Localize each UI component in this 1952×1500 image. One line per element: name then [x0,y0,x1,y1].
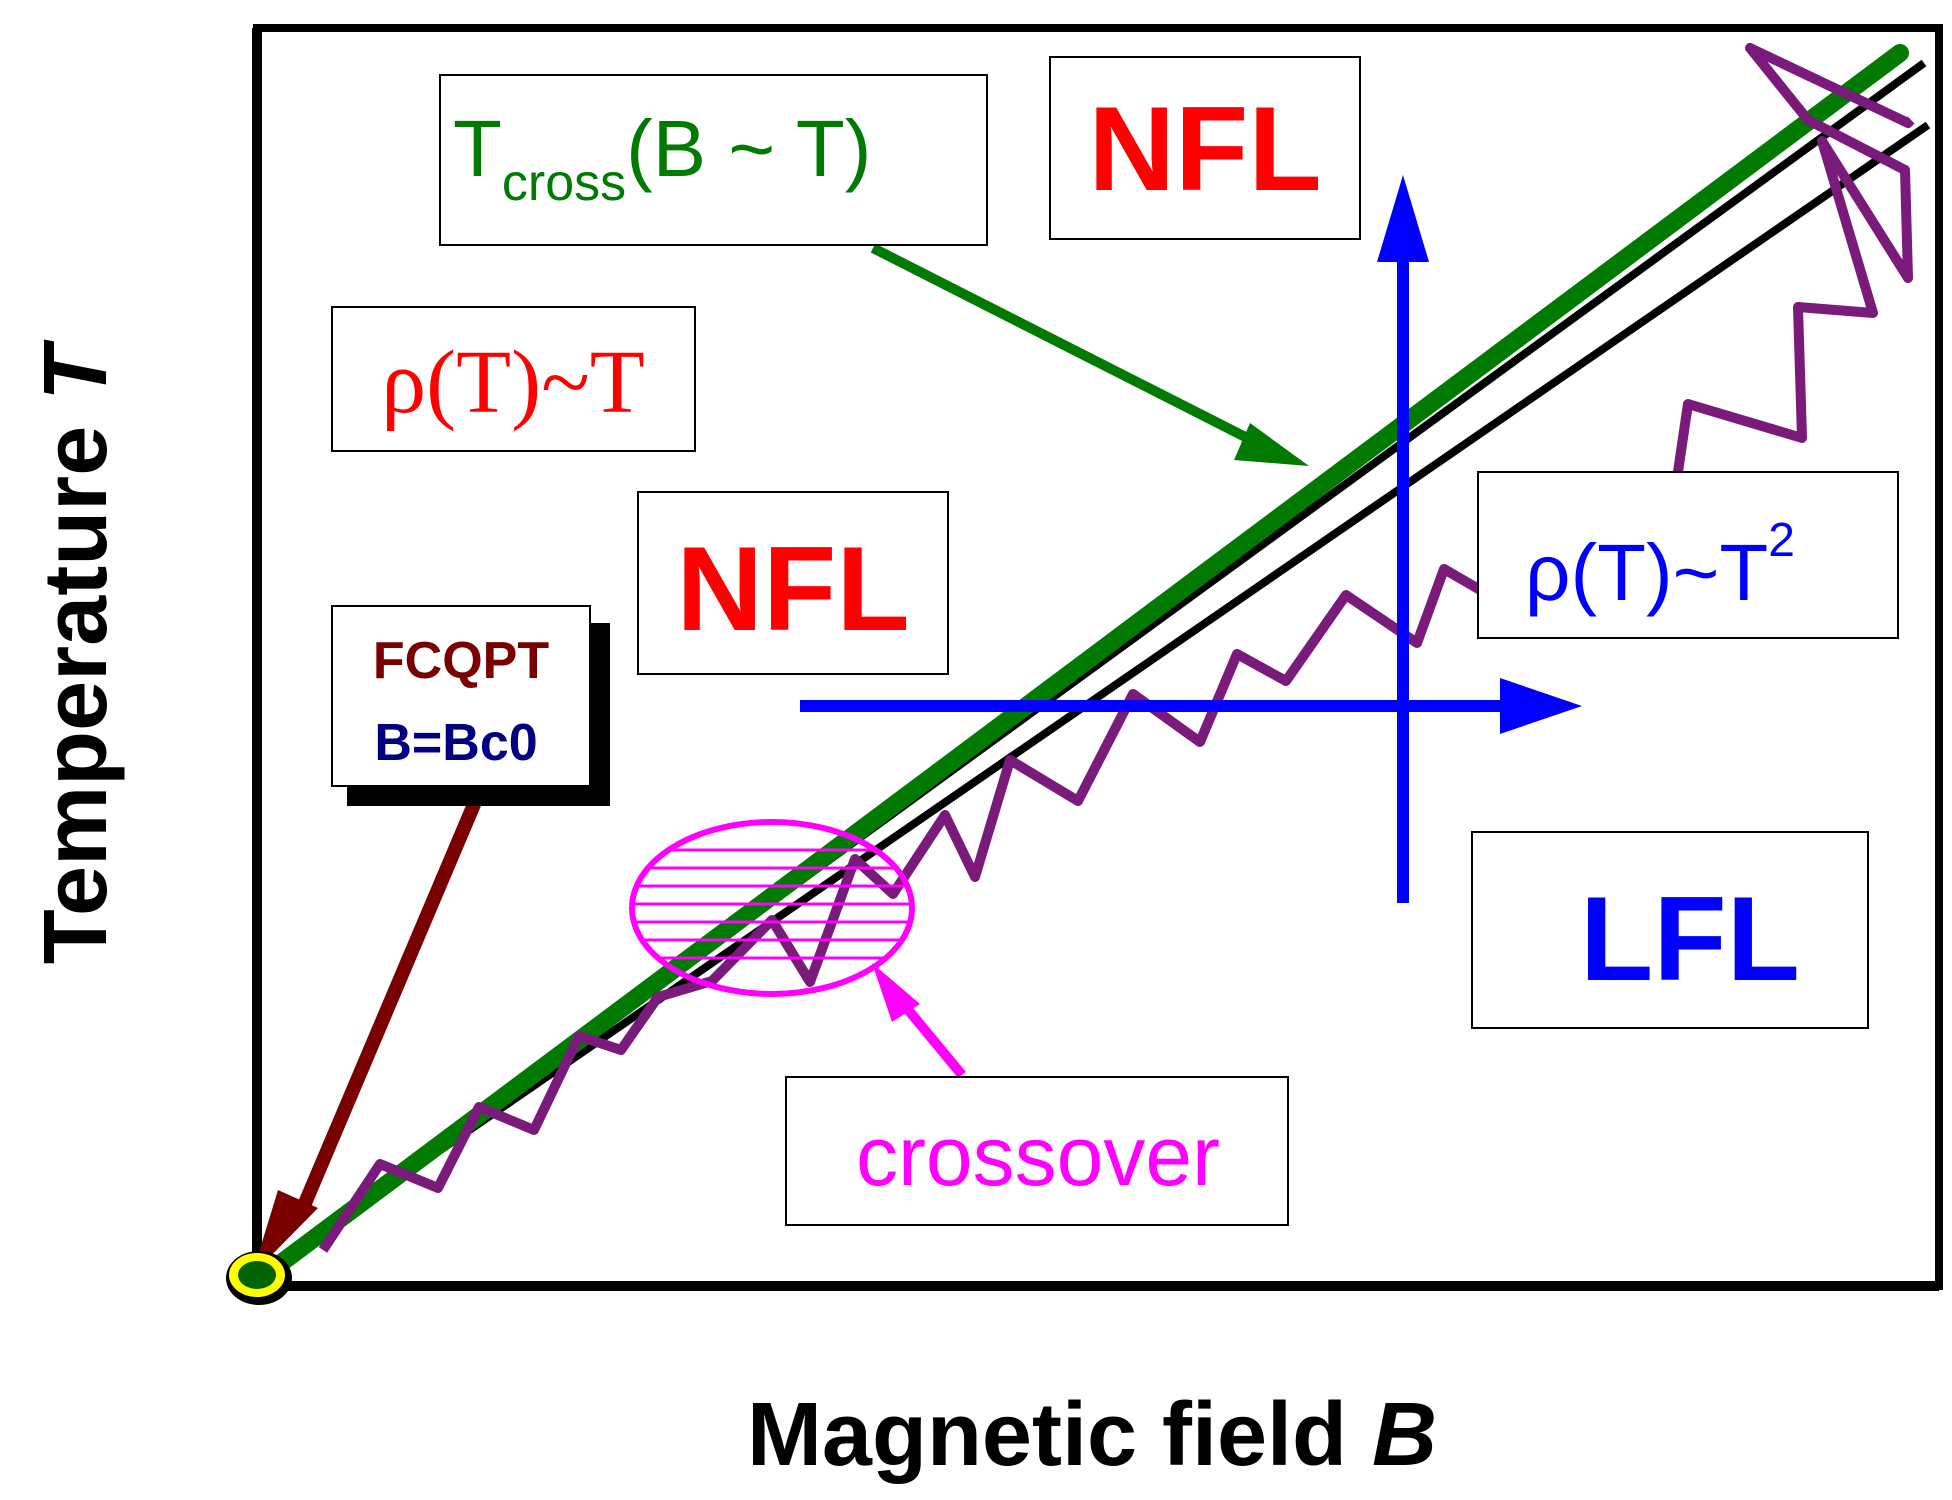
blue-vertical-arrowhead [1377,175,1429,262]
rho-square-box [1477,471,1899,639]
x-axis-label: Magnetic field B [747,1385,1437,1485]
nfl-mid-label: NFL [676,522,909,656]
rho-linear-label: ρ(T)~T [381,333,645,432]
crossover-zigzag [318,43,1915,1253]
fcqpt-point [238,1261,276,1289]
nfl-top-label: NFL [1088,82,1321,216]
crossover-label: crossover [856,1109,1220,1203]
crossover-box [785,1076,1289,1226]
rho-linear-box [331,306,696,452]
crossover-hatching [632,848,912,960]
nfl-mid-box [637,491,949,675]
rho-square-label: ρ(T)~T2 [1525,514,1795,617]
crossover-arrowhead [872,963,920,1022]
nfl-top-box [1049,56,1361,240]
fcqpt-arrow-shaft [293,792,485,1218]
blue-horizontal-arrowhead [1500,678,1582,734]
tcross-arrowhead [1234,423,1309,466]
tcross-arrow-shaft [870,243,1268,452]
y-axis-label: Temperature T [26,339,126,965]
lower-boundary-line [259,121,1931,1277]
crossover-ellipse [629,819,915,997]
lfl-box [1471,831,1869,1029]
tcross-line [248,44,1909,1290]
bc0-label: B=Bc0 [374,714,537,772]
tcross-label: Tcross(B ~ T) [453,104,871,212]
lfl-label: LFL [1580,872,1800,1006]
crossover-arrow-shaft [896,996,966,1079]
tcross-box [439,74,988,246]
fcqpt-box [331,605,591,787]
fcqpt-label: FCQPT [373,632,549,690]
